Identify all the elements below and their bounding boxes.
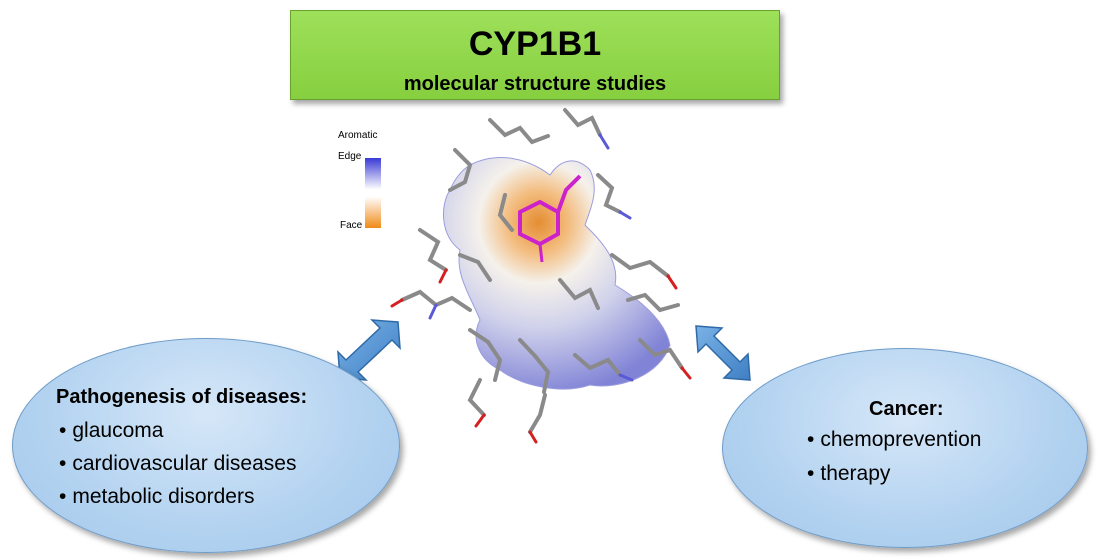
legend-top-label: Edge	[338, 151, 362, 162]
legend-bottom-label: Face	[340, 220, 363, 231]
title-box: CYP1B1 molecular structure studies	[290, 10, 780, 100]
cancer-ellipse: Cancer: •chemoprevention •therapy	[722, 348, 1088, 548]
list-item: •metabolic disorders	[59, 485, 255, 508]
pathogenesis-title: Pathogenesis of diseases:	[56, 386, 308, 408]
list-item: •cardiovascular diseases	[59, 452, 297, 475]
diagram-subtitle: molecular structure studies	[403, 73, 667, 95]
cancer-title: Cancer:	[869, 398, 944, 420]
legend-heading: Aromatic	[338, 130, 378, 141]
diagram-title: CYP1B1	[468, 25, 602, 63]
list-item: •chemoprevention	[807, 428, 982, 451]
pathogenesis-ellipse: Pathogenesis of diseases: •glaucoma •car…	[12, 338, 400, 553]
list-item: •glaucoma	[59, 419, 164, 442]
list-item: •therapy	[807, 462, 891, 485]
double-arrow-icon	[695, 325, 751, 381]
legend-color-bar	[365, 158, 381, 228]
molecule-image	[390, 108, 692, 444]
